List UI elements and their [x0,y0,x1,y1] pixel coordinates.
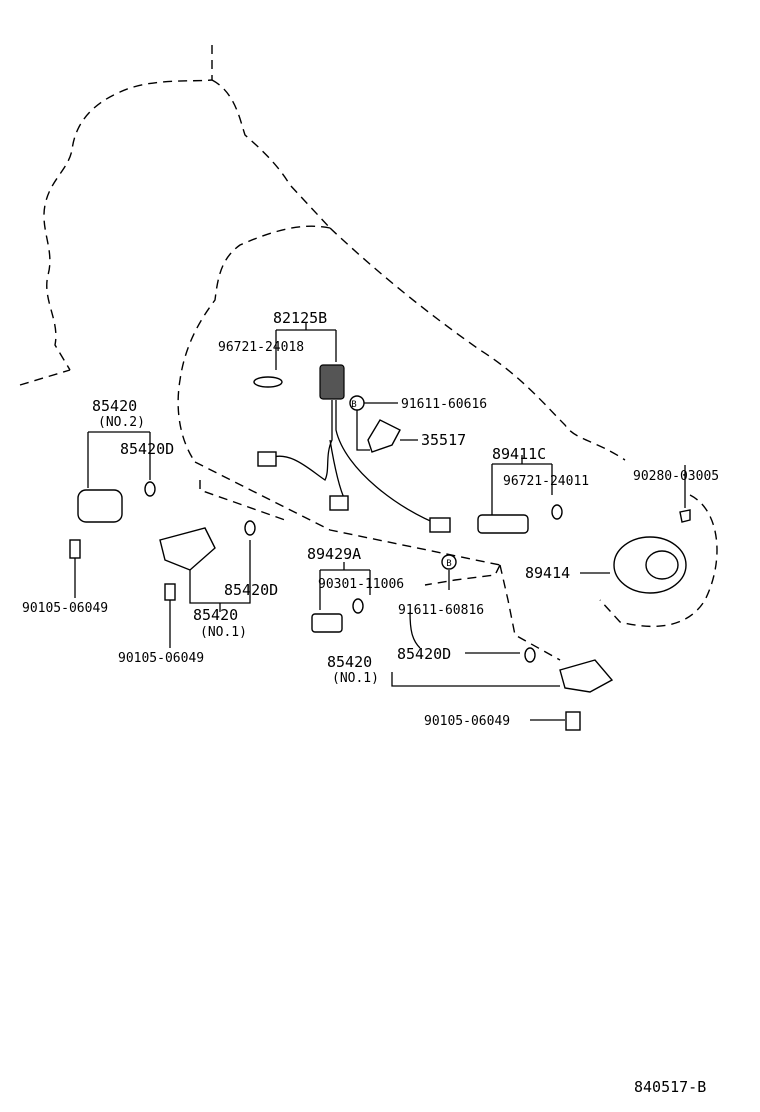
label-85420D-a: 85420D [120,440,174,458]
label-91611-60616: 91611-60616 [401,397,487,412]
label-no1b: (NO.1) [332,671,379,686]
labels: 82125B 96721-24018 91611-60616 35517 894… [22,309,719,1096]
label-89414: 89414 [525,564,570,582]
label-90280-03005: 90280-03005 [633,469,719,484]
label-85420D-b: 85420D [224,581,278,599]
circle-b-label-1: B [351,400,356,410]
diagram-id: 840517-B [634,1078,706,1096]
label-85420-no1a: 85420 [193,606,238,624]
label-85420D-c: 85420D [397,645,451,663]
label-85420-no2: 85420 [92,397,137,415]
label-90301-11006: 90301-11006 [318,577,404,592]
solenoid-85420-no1a [159,520,256,648]
label-35517: 35517 [421,431,466,449]
bracket-35517 [349,395,418,453]
label-89411C: 89411C [492,445,546,463]
circle-b-label-2: B [446,559,451,569]
wire-harness-82125B [253,322,451,533]
solenoid-85420-no2 [69,431,156,598]
label-96721-24018: 96721-24018 [218,340,304,355]
label-89429A: 89429A [307,545,361,563]
label-no1a: (NO.1) [200,625,247,640]
label-96721-24011: 96721-24011 [503,474,589,489]
label-82125B: 82125B [273,309,327,327]
label-90105-06049-b: 90105-06049 [118,651,204,666]
label-91611-60816: 91611-60816 [398,603,484,618]
transmission-outline [19,45,718,661]
label-no2: (NO.2) [98,415,145,430]
sensor-89414 [580,465,691,594]
sensor-89429A [311,554,457,649]
label-85420-no1b: 85420 [327,653,372,671]
solenoid-85420-no1b [391,647,614,731]
label-90105-06049-a: 90105-06049 [22,601,108,616]
label-90105-06049-c: 90105-06049 [424,714,510,729]
sensor-89411C [477,455,563,534]
